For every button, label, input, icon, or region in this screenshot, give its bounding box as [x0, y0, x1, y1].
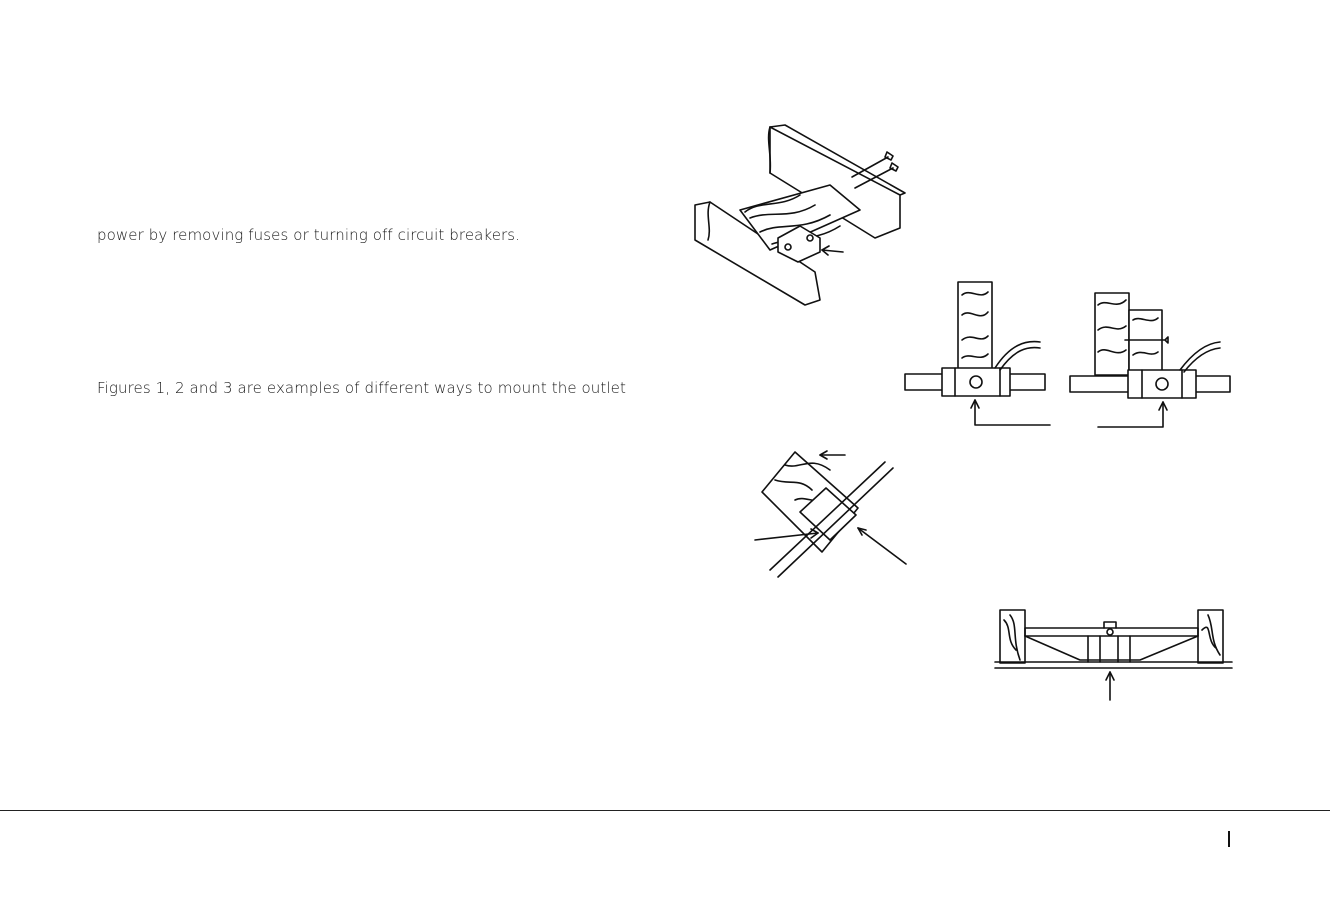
stud-mount-illustration	[905, 282, 1050, 425]
footer-divider	[0, 810, 1330, 811]
angled-brace-mount-illustration	[755, 451, 906, 577]
hanger-bar-mount-illustration	[995, 610, 1232, 700]
joist-bracket-mount-illustration	[695, 125, 905, 305]
page-marker	[1228, 831, 1230, 847]
stud-mount-with-screw-illustration	[1070, 293, 1230, 427]
